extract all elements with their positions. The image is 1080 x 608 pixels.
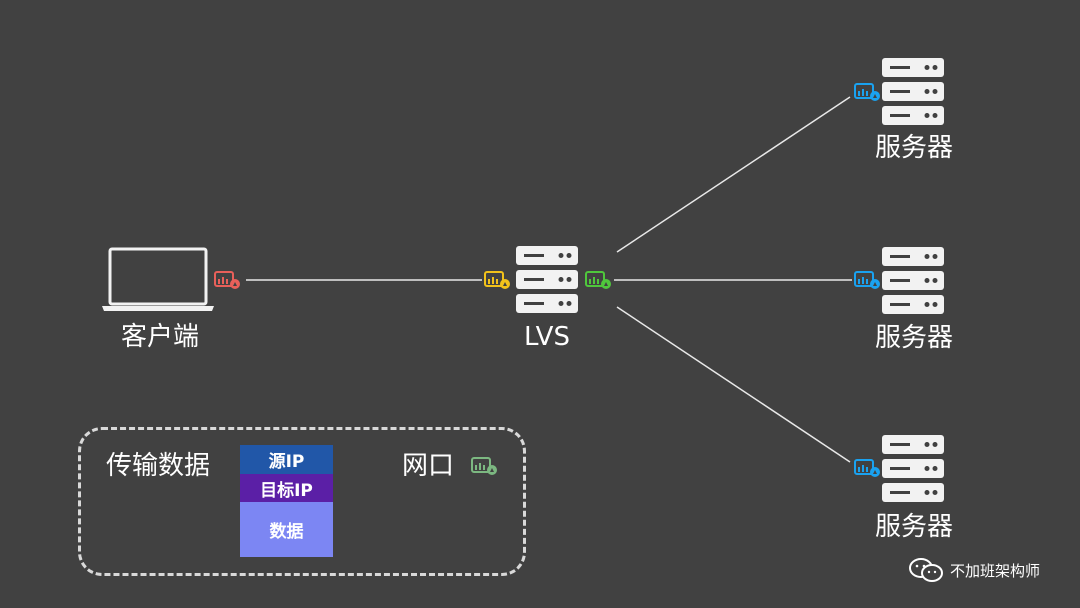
nic-label: 网口 (402, 451, 455, 481)
network-port-icon (854, 459, 880, 477)
network-port-icon (471, 457, 497, 475)
laptop-icon (102, 247, 214, 311)
network-port-icon (585, 271, 611, 289)
wechat-icon (909, 558, 943, 582)
client-label: 客户端 (120, 322, 199, 352)
server-label: 服务器 (874, 323, 953, 353)
brand-watermark: 不加班架构师 (908, 556, 1040, 584)
brand-name: 不加班架构师 (950, 561, 1041, 580)
network-port-icon (214, 271, 240, 289)
network-port-icon (854, 271, 880, 289)
packet-dest-ip: 目标IP (240, 474, 333, 502)
legend-box (78, 427, 526, 576)
transfer-data-label: 传输数据 (106, 451, 211, 481)
lvs-server-icon (516, 246, 578, 313)
packet-source-ip: 源IP (240, 445, 333, 474)
network-port-icon (484, 271, 510, 289)
lvs-label: LVS (524, 322, 570, 352)
network-port-icon (854, 83, 880, 101)
server-icon (882, 247, 944, 314)
server-label: 服务器 (874, 512, 953, 542)
server-icon (882, 435, 944, 502)
server-label: 服务器 (874, 133, 953, 163)
packet-payload: 数据 (240, 502, 333, 557)
lvs-server-3-link (616, 306, 851, 463)
server-icon (882, 58, 944, 125)
lvs-server-1-link (616, 96, 851, 253)
